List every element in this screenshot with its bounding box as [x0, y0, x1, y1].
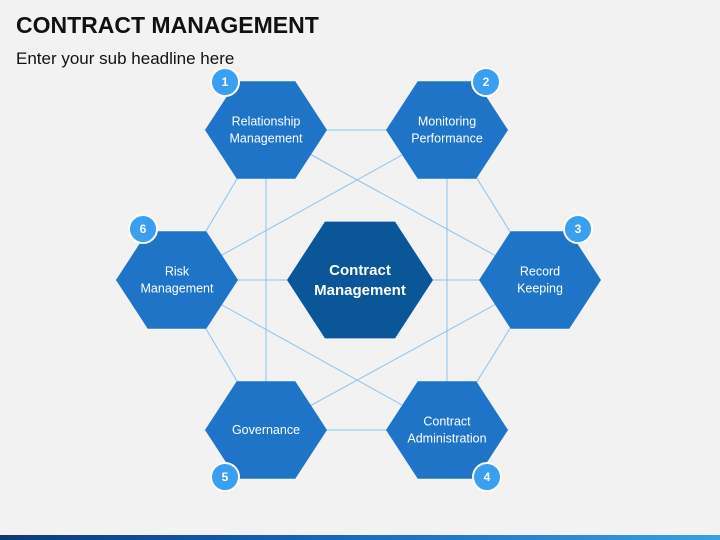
number-badge [563, 214, 593, 244]
hexagon-label: Contract [423, 415, 471, 429]
number-badge-label: 4 [484, 470, 491, 484]
sub-headline: Enter your sub headline here [16, 49, 235, 68]
hexagon-shape [386, 81, 508, 179]
hexagon-label: Management [230, 132, 303, 146]
number-badge-label: 6 [140, 222, 147, 236]
center-hexagon-shape [287, 221, 433, 339]
number-badge-label: 3 [575, 222, 582, 236]
bottom-accent-bar [0, 535, 720, 540]
connector-line [176, 279, 448, 431]
hexagon-shape [479, 231, 601, 329]
hexagon-item-5: Governance 5 [205, 381, 327, 492]
hexagon-label: Performance [411, 132, 483, 146]
number-badge [472, 462, 502, 492]
number-badge [471, 67, 501, 97]
hexagon-label: Governance [232, 423, 300, 437]
connector-line [265, 279, 541, 431]
center-label: Management [314, 282, 406, 299]
number-badge-label: 1 [222, 75, 229, 89]
hexagon-shape [386, 381, 508, 479]
connector-line [265, 129, 541, 281]
hexagon-label: Relationship [232, 115, 301, 129]
number-badge [210, 462, 240, 492]
hexagon-label: Record [520, 265, 560, 279]
hexagon-shape [116, 231, 238, 329]
hexagon-label: Management [141, 282, 214, 296]
page-title: CONTRACT MANAGEMENT [16, 12, 319, 38]
connector-lines [176, 129, 541, 431]
number-badge-label: 2 [483, 75, 490, 89]
number-badge [210, 67, 240, 97]
hexagon-label: Monitoring [418, 115, 476, 129]
number-badge-label: 5 [222, 470, 229, 484]
hexagon-label: Administration [407, 432, 486, 446]
hexagon-group: ContractManagementRelationshipManagement… [116, 67, 601, 492]
hexagon-shape [205, 381, 327, 479]
hexagon-shape [205, 81, 327, 179]
center-label: Contract [329, 262, 391, 279]
hexagon-label: Risk [165, 265, 190, 279]
connector-line [176, 129, 448, 281]
hexagon-label: Keeping [517, 282, 563, 296]
number-badge [128, 214, 158, 244]
